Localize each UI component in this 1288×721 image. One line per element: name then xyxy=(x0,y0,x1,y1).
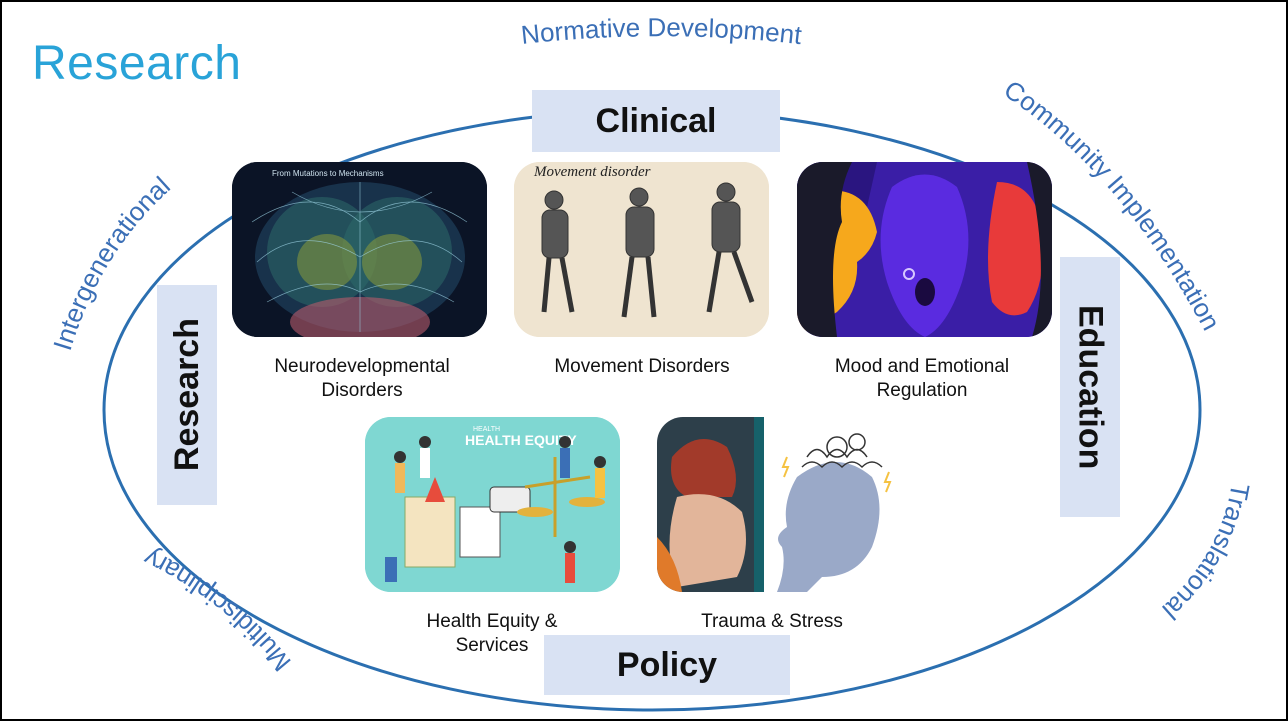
pillar-education: Education xyxy=(1060,257,1120,517)
pillar-policy: Policy xyxy=(544,635,790,695)
caption-health-equity: Health Equity & Services xyxy=(426,611,558,656)
caption-movement: Movement Disorders xyxy=(554,356,730,377)
faces-mood-icon xyxy=(797,162,1052,337)
pillar-clinical: Clinical xyxy=(532,90,780,152)
health-equity-image: HEALTH HEALTH EQUITY xyxy=(365,417,620,592)
movement-disorders-image: Movement disorder xyxy=(514,162,769,337)
neurodevelopmental-image: From Mutations to Mechanisms xyxy=(232,162,487,337)
pillar-research: Research xyxy=(157,285,217,505)
pillar-education-label: Education xyxy=(1071,304,1110,470)
brain-network-icon: From Mutations to Mechanisms xyxy=(232,162,487,337)
mood-regulation-image xyxy=(797,162,1052,337)
trauma-stress-image xyxy=(657,417,912,592)
svg-text:HEALTH: HEALTH xyxy=(473,426,500,433)
moving-figures-icon: Movement disorder xyxy=(514,162,769,337)
label-normative-development: Normative Development xyxy=(520,12,804,50)
pillar-clinical-label: Clinical xyxy=(595,101,717,140)
label-multidisciplinary: Multidisciplinary xyxy=(139,543,297,677)
caption-neurodevelopmental: Neurodevelopmental Disorders xyxy=(274,356,450,401)
pillar-research-label: Research xyxy=(167,318,206,472)
health-equity-icon: HEALTH HEALTH EQUITY xyxy=(365,417,620,592)
trauma-stress-icon xyxy=(657,417,912,592)
movement-image-text: Movement disorder xyxy=(533,164,651,180)
caption-trauma-stress: Trauma & Stress xyxy=(701,611,843,632)
slide-title: Research xyxy=(32,37,242,90)
health-equity-image-text: HEALTH EQUITY xyxy=(465,432,577,448)
brain-image-text: From Mutations to Mechanisms xyxy=(272,169,384,178)
pillar-policy-label: Policy xyxy=(616,645,718,684)
caption-mood: Mood and Emotional Regulation xyxy=(834,356,1010,401)
